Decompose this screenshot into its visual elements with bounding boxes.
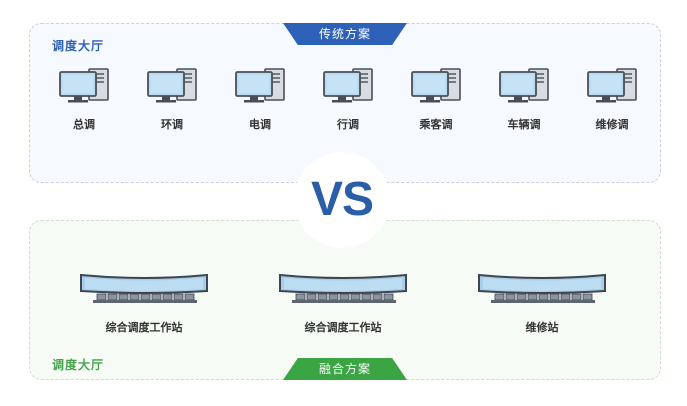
station-label: 行调 bbox=[337, 118, 359, 131]
vs-badge: VS bbox=[294, 152, 390, 248]
station-label: 维修调 bbox=[595, 118, 629, 131]
curved-multi-screen-workstation-icon bbox=[80, 273, 208, 303]
station-label: 电调 bbox=[249, 118, 271, 131]
workstation-label: 维修站 bbox=[525, 321, 559, 334]
curved-multi-screen-workstation-icon bbox=[478, 273, 606, 303]
desktop-computer-icon bbox=[499, 68, 549, 103]
station-item: 环调 bbox=[137, 68, 207, 132]
station-item: 车辆调 bbox=[489, 68, 559, 132]
workstation-label: 综合调度工作站 bbox=[304, 321, 382, 334]
station-item: 乘客调 bbox=[401, 68, 471, 132]
station-item: 维修调 bbox=[577, 68, 647, 132]
workstation-item: 维修站 bbox=[462, 273, 622, 335]
station-label: 车辆调 bbox=[507, 118, 541, 131]
station-label: 乘客调 bbox=[419, 118, 453, 131]
desktop-computer-icon bbox=[59, 68, 109, 103]
station-label: 环调 bbox=[161, 118, 183, 131]
hall-label: 调度大厅 bbox=[52, 39, 105, 53]
fusion-scheme-tab: 融合方案 bbox=[283, 358, 407, 380]
station-item: 行调 bbox=[313, 68, 383, 132]
traditional-scheme-tab: 传统方案 bbox=[283, 23, 407, 45]
curved-multi-screen-workstation-icon bbox=[279, 273, 407, 303]
station-label: 总调 bbox=[73, 118, 95, 131]
workstation-label: 综合调度工作站 bbox=[105, 321, 183, 334]
workstation-item: 综合调度工作站 bbox=[64, 273, 224, 335]
workstation-item: 综合调度工作站 bbox=[263, 273, 423, 335]
hall-label: 调度大厅 bbox=[52, 358, 105, 372]
desktop-computer-icon bbox=[587, 68, 637, 103]
station-item: 总调 bbox=[49, 68, 119, 132]
desktop-computer-icon bbox=[323, 68, 373, 103]
desktop-computer-icon bbox=[411, 68, 461, 103]
vs-text: VS bbox=[310, 173, 374, 226]
station-item: 电调 bbox=[225, 68, 295, 132]
desktop-computer-icon bbox=[147, 68, 197, 103]
desktop-computer-icon bbox=[235, 68, 285, 103]
